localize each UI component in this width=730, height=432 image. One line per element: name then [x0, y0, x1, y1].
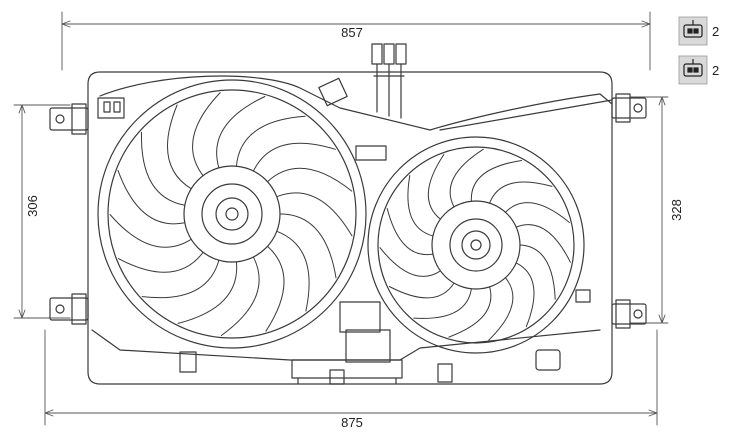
dimension-bottom-label: 875	[341, 415, 363, 430]
dimension-left	[13, 104, 71, 319]
fan-blade	[413, 288, 472, 319]
fan-blade	[140, 131, 186, 206]
mounting-tabs	[49, 93, 647, 329]
fan-blade	[276, 230, 310, 312]
fan-blade	[167, 104, 192, 190]
fan-blade	[515, 262, 535, 328]
fan-blade	[519, 244, 556, 300]
fan-blade	[279, 213, 337, 279]
dimension-top	[61, 11, 651, 71]
fan-blade	[252, 142, 336, 172]
frame-connectors	[97, 77, 591, 385]
fan-blade	[267, 167, 353, 192]
fan-blade	[449, 148, 484, 208]
two-pin-connector-icon	[683, 59, 703, 77]
fan-blade	[141, 259, 220, 299]
right-fan	[367, 136, 585, 354]
fan-blade	[515, 224, 571, 263]
fan-blade	[407, 175, 434, 237]
left-fan	[97, 79, 367, 349]
connector-legend-2: 2	[678, 55, 719, 85]
fan-blade	[235, 115, 306, 167]
fan-blade	[488, 277, 514, 341]
fan-blade	[504, 202, 570, 223]
fan-blade	[177, 261, 238, 324]
fan-blade	[216, 96, 266, 169]
fan-blade	[220, 256, 260, 336]
fan-blade	[109, 214, 192, 248]
fan-blade	[427, 154, 445, 220]
fan-blade	[386, 208, 434, 256]
dimension-top-label: 857	[341, 25, 363, 40]
top-wire-harness	[371, 43, 407, 119]
connector-count-2: 2	[712, 63, 719, 78]
fan-blade	[265, 245, 285, 332]
fan-blade	[388, 282, 455, 299]
fan-blade	[117, 251, 204, 273]
fan-blade	[276, 192, 353, 237]
fan-blade	[448, 286, 492, 338]
dimension-right-label: 328	[669, 199, 684, 221]
dimension-bottom	[44, 329, 658, 426]
connector-count-1: 2	[712, 24, 719, 39]
connector-legend-1: 2	[678, 16, 719, 46]
dimension-left-label: 306	[25, 195, 40, 217]
two-pin-connector-icon	[683, 20, 703, 38]
fan-blade	[379, 247, 441, 277]
shroud-frame	[87, 71, 613, 385]
fan-blade	[470, 160, 523, 202]
fan-blade	[117, 169, 186, 225]
fan-blade	[489, 181, 553, 204]
fan-blade	[192, 92, 221, 177]
dimension-right	[629, 96, 669, 324]
